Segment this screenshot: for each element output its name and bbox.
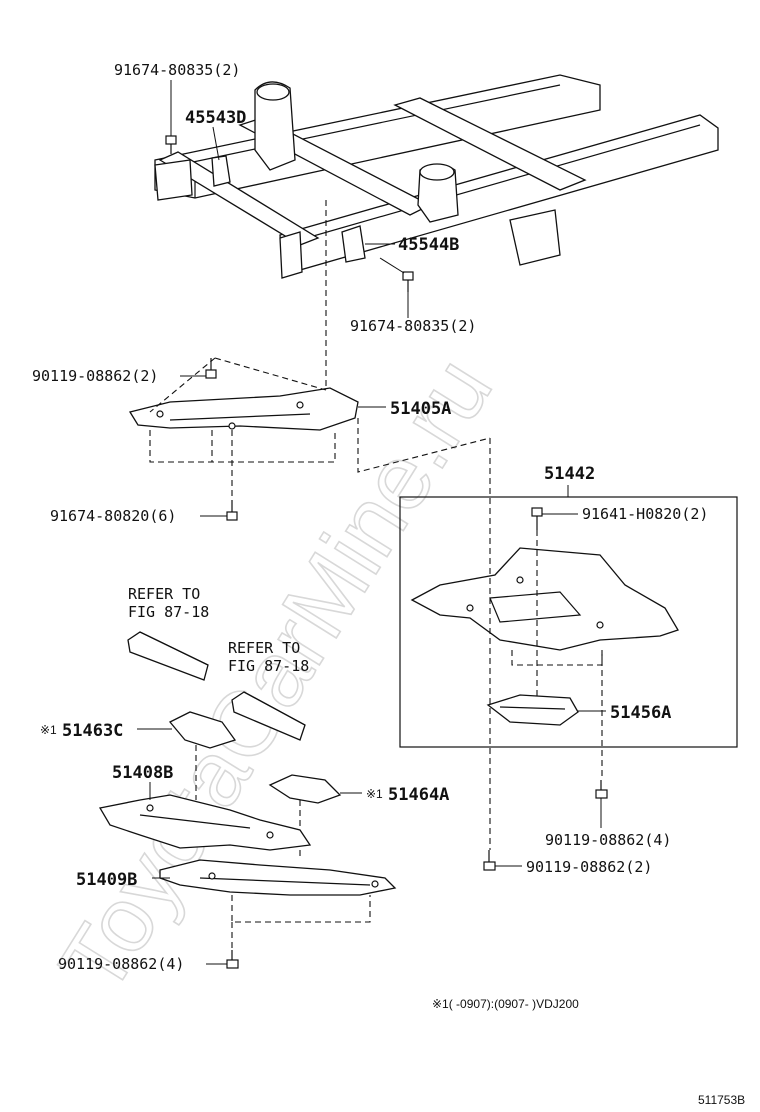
label-90119-2a: 90119-08862(2) — [32, 367, 158, 385]
part-51405a-shape — [128, 387, 359, 431]
bolt-90119-08862-4b — [226, 950, 239, 969]
figure-id: 511753B — [698, 1093, 745, 1107]
bolt-90119-08862-4a — [595, 780, 608, 799]
part-51408b-shape — [98, 794, 312, 851]
label-51464a: 51464A — [388, 785, 449, 805]
bolt-91674-80835-a — [165, 135, 177, 154]
bolt-91674-80835-b — [402, 271, 414, 292]
label-bolt-mid: 91674-80835(2) — [350, 317, 476, 335]
label-90119-4a: 90119-08862(4) — [545, 831, 671, 849]
bolt-91674-80820 — [226, 500, 238, 521]
label-51442: 51442 — [544, 464, 595, 484]
bracket-45543d — [211, 155, 231, 187]
label-45544b: 45544B — [398, 235, 459, 255]
label-51409b: 51409B — [76, 870, 137, 890]
vehicle-frame — [154, 74, 719, 279]
refer2-line1: REFER TO — [228, 639, 300, 657]
note-mark-51464a: ※1 — [366, 787, 383, 801]
label-51408b: 51408B — [112, 763, 173, 783]
part-51409b-shape — [159, 859, 397, 896]
refer-block-1 — [127, 631, 209, 681]
label-90119-4b: 90119-08862(4) — [58, 955, 184, 973]
bolt-90119-08862-a — [205, 358, 217, 379]
refer-block-2 — [231, 691, 306, 741]
part-51456a-shape — [486, 694, 579, 726]
footnote: ※1( -0907):(0907- )VDJ200 — [432, 997, 579, 1011]
refer1-line1: REFER TO — [128, 585, 200, 603]
watermark: ToyotaCarMine.ru — [40, 341, 511, 1011]
refer1-line2: FIG 87-18 — [128, 603, 209, 621]
note-mark-51463c: ※1 — [40, 723, 57, 737]
label-91641: 91641-H0820(2) — [582, 505, 708, 523]
part-51463c-shape — [168, 711, 237, 749]
bolt-90119-08862-2b — [483, 850, 496, 871]
label-91674-80820: 91674-80820(6) — [50, 507, 176, 525]
label-51456a: 51456A — [610, 703, 671, 723]
part-51442-shape — [410, 547, 679, 651]
part-51464a-shape — [268, 774, 342, 804]
refer2-line2: FIG 87-18 — [228, 657, 309, 675]
label-bolt-top: 91674-80835(2) — [114, 61, 240, 79]
label-51463c: 51463C — [62, 721, 123, 741]
label-51405a: 51405A — [390, 399, 451, 419]
bolt-91641-h0820 — [531, 507, 543, 530]
label-90119-2b: 90119-08862(2) — [526, 858, 652, 876]
label-45543d: 45543D — [185, 108, 246, 128]
bracket-45544b — [341, 225, 366, 263]
